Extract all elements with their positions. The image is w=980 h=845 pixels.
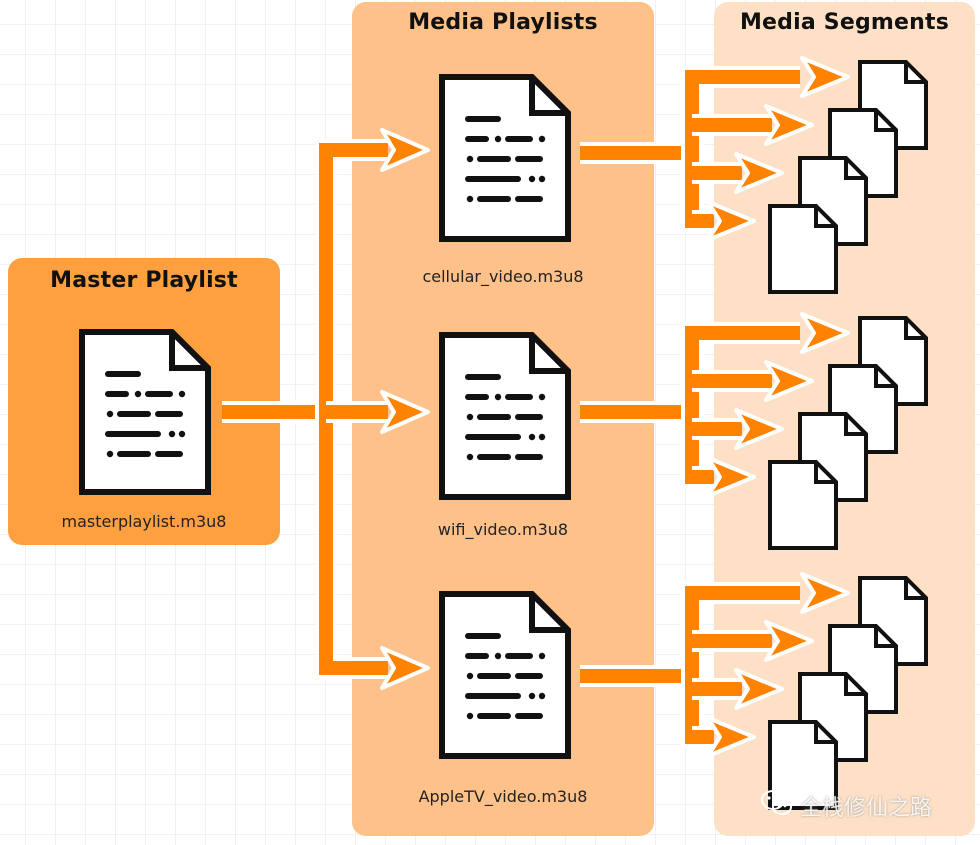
connector-segment-trunk-2-line (685, 586, 800, 744)
media-playlist-document-icon-appletv-dot (494, 652, 502, 660)
connector-segment-trunk-0 (681, 66, 800, 232)
media-playlist-document-icon-cellular-dot (466, 195, 474, 203)
master-playlist-document-icon-dot (134, 390, 142, 398)
connector-segment-trunk-2 (681, 582, 800, 748)
media-playlist-document-icon-wifi (439, 332, 571, 500)
media-playlist-document-icon-appletv-dot (528, 692, 536, 700)
master-playlist-filename: masterplaylist.m3u8 (61, 512, 227, 531)
segment-document-icon-0-3-fold (814, 206, 836, 228)
segment-document-icon-2-0-fold (904, 578, 926, 600)
arrowhead-segment-0-0 (800, 56, 850, 98)
master-playlist-document-icon-dot (168, 430, 176, 438)
media-playlist-document-icon-appletv-dot (538, 692, 546, 700)
segment-document-icon-1-0-fold (904, 318, 926, 340)
arrowhead-segment-0-3 (706, 200, 756, 242)
segment-document-icon-0-0-fold (904, 62, 926, 84)
arrowhead-segment-2-3 (706, 716, 756, 758)
arrowhead-segment-1-1 (764, 360, 814, 402)
arrowhead-to-appletv (380, 646, 430, 690)
media-playlist-document-icon-appletv-fold (529, 594, 568, 633)
media-playlists-title: Media Playlists (408, 10, 598, 35)
connector-segment-trunk-0-line (685, 70, 800, 228)
media-playlist-document-icon-appletv (439, 591, 571, 759)
connector-segment-trunk-2-outline (681, 582, 800, 748)
arrowhead-segment-1-3 (706, 456, 756, 498)
media-playlist-document-icon-cellular-dot (538, 135, 546, 143)
media-playlist-document-icon-wifi-dot (528, 433, 536, 441)
media-playlist-document-icon-cellular-fold (529, 77, 568, 116)
segment-document-icon-2-3-fold (814, 722, 836, 744)
master-playlist-document-icon (79, 329, 211, 495)
master-playlist-title: Master Playlist (50, 268, 238, 293)
connector-segment-trunk-1-outline (681, 322, 800, 488)
media-playlist-document-icon-wifi-dot (466, 413, 474, 421)
connector-segment-trunk-0-outline (681, 66, 800, 232)
media-playlist-filename-wifi: wifi_video.m3u8 (437, 520, 569, 539)
arrowhead-segment-0-2 (734, 152, 784, 194)
media-playlist-document-icon-appletv-dot (466, 672, 474, 680)
media-playlist-document-icon-cellular (439, 74, 571, 242)
segment-document-icon-2-1-fold (874, 626, 896, 648)
media-playlist-document-icon-wifi-fold (529, 335, 568, 374)
connector-segment-trunk-1 (681, 322, 800, 488)
arrowhead-segment-1-0 (800, 312, 850, 354)
media-playlist-document-icon-appletv-dot (466, 712, 474, 720)
media-playlist-document-icon-cellular-dot (538, 175, 546, 183)
media-playlist-document-icon-wifi-dot (494, 393, 502, 401)
media-segments-title: Media Segments (739, 10, 950, 35)
segment-document-icon-1-3-body (768, 460, 838, 550)
wechat-icon (760, 788, 794, 824)
segment-document-icon-1-2-fold (844, 414, 866, 436)
connector-segment-trunk-1-line (685, 326, 800, 484)
media-playlist-filename-cellular: cellular_video.m3u8 (422, 267, 584, 286)
media-playlist-document-icon-wifi-dot (538, 433, 546, 441)
segment-document-icon-0-2-fold (844, 158, 866, 180)
segment-document-icon-2-3 (768, 720, 838, 810)
master-playlist-document-icon-fold (169, 332, 208, 371)
segment-document-icon-0-3 (768, 204, 838, 294)
segment-document-icon-1-3-fold (814, 462, 836, 484)
master-playlist-document-icon-dot (106, 450, 114, 458)
segment-document-icon-1-3 (768, 460, 838, 550)
segment-document-icon-0-3-body (768, 204, 838, 294)
watermark: 全栈修仙之路 (760, 788, 932, 824)
segment-document-icon-0-1-fold (874, 110, 896, 132)
media-playlist-document-icon-wifi-dot (466, 453, 474, 461)
media-playlist-document-icon-wifi-dot (538, 393, 546, 401)
watermark-text: 全栈修仙之路 (800, 796, 933, 821)
master-playlist-document-icon-dot (178, 430, 186, 438)
media-playlist-filename-appletv: AppleTV_video.m3u8 (418, 787, 588, 806)
media-playlist-document-icon-cellular-dot (466, 155, 474, 163)
master-playlist-document-icon-dot (178, 390, 186, 398)
segment-document-icon-1-1-fold (874, 366, 896, 388)
segment-document-icon-2-2-fold (844, 674, 866, 696)
arrowhead-segment-2-2 (734, 668, 784, 710)
arrowhead-segment-1-2 (734, 408, 784, 450)
arrowhead-to-wifi (380, 390, 430, 434)
master-playlist-document-icon-dot (106, 410, 114, 418)
media-playlist-document-icon-cellular-dot (528, 175, 536, 183)
arrowhead-segment-2-1 (764, 620, 814, 662)
media-playlist-document-icon-appletv-dot (538, 652, 546, 660)
media-playlist-document-icon-cellular-dot (494, 135, 502, 143)
arrowhead-to-cellular (380, 128, 430, 172)
arrowhead-segment-2-0 (800, 572, 850, 614)
arrowhead-segment-0-1 (764, 104, 814, 146)
